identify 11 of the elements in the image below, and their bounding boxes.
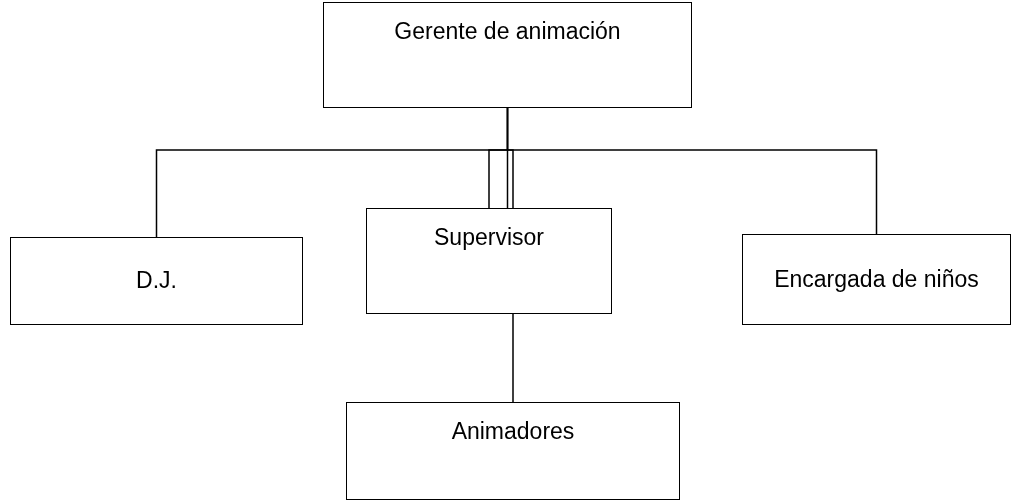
role-label: Gerente de animación <box>394 17 621 46</box>
role-label: D.J. <box>136 266 177 296</box>
connector-line <box>506 107 878 235</box>
org-box <box>742 234 1011 325</box>
org-box <box>346 402 680 500</box>
role-label: Encargada de niños <box>774 264 979 294</box>
role-label: Animadores <box>451 417 575 446</box>
org-box <box>323 2 692 108</box>
org-box <box>10 237 303 325</box>
role-label: Supervisor <box>434 223 544 252</box>
org-box <box>366 208 612 314</box>
